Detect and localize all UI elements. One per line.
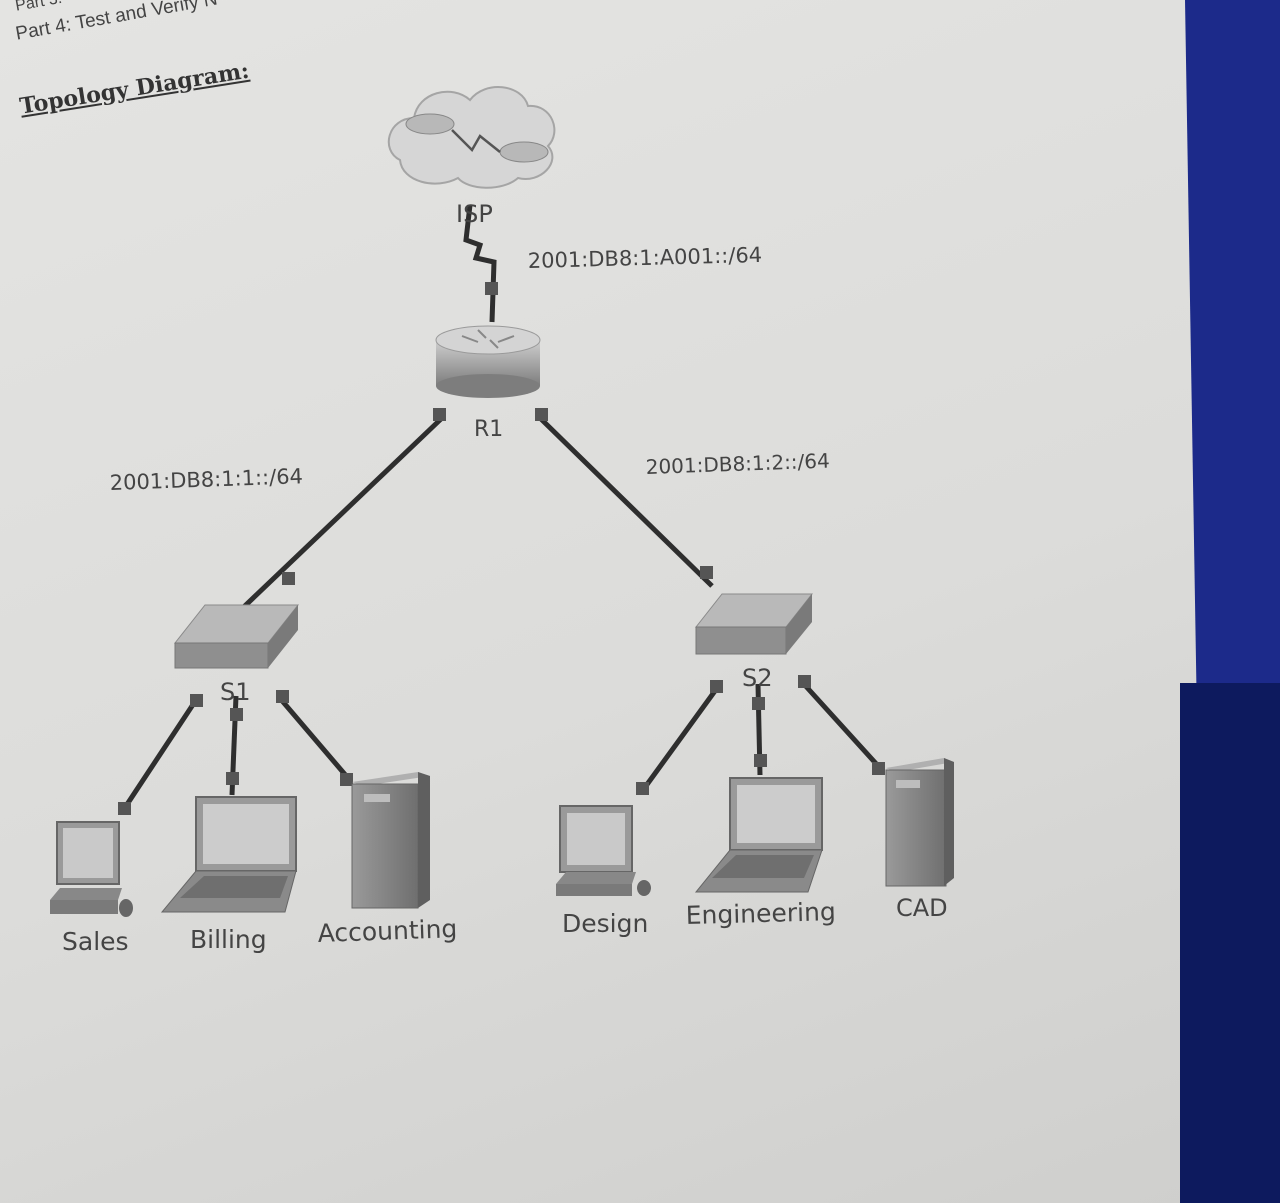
port-markers <box>118 282 885 815</box>
engineering-label: Engineering <box>685 897 836 930</box>
left-lan-network-label: 2001:DB8:1:1::/64 <box>109 464 303 495</box>
switch-s1-icon <box>173 604 300 669</box>
billing-laptop-icon <box>160 796 297 913</box>
s1-sales-link <box>119 698 199 814</box>
r1-s2-link <box>538 416 714 588</box>
cad-label: CAD <box>896 894 948 922</box>
s2-label: S2 <box>742 664 773 692</box>
port-marker <box>190 694 203 707</box>
port-marker <box>340 773 353 786</box>
port-marker <box>535 408 548 421</box>
port-marker <box>230 708 243 721</box>
engineering-laptop-icon <box>694 777 823 893</box>
router-r1-icon <box>435 325 541 398</box>
s1-accounting-link <box>276 694 350 780</box>
r1-label: R1 <box>474 417 503 442</box>
right-lan-network-label: 2001:DB8:1:2::/64 <box>645 449 830 479</box>
sales-pc-icon <box>50 821 133 917</box>
sales-label: Sales <box>62 927 129 956</box>
switch-s2-icon <box>694 593 814 655</box>
paper-page <box>0 0 1205 1203</box>
isp-network-label: 2001:DB8:1:A001::/64 <box>528 243 763 273</box>
port-marker <box>226 772 239 785</box>
port-marker <box>276 690 289 703</box>
port-marker <box>433 408 446 421</box>
port-marker <box>752 697 765 710</box>
blue-background <box>1180 683 1280 1203</box>
s2-design-link <box>640 682 723 792</box>
design-label: Design <box>562 909 648 938</box>
port-marker <box>636 782 649 795</box>
isp-r1-link <box>463 204 497 323</box>
port-marker <box>798 675 811 688</box>
isp-cloud-icon <box>387 86 556 189</box>
port-marker <box>700 566 713 579</box>
port-marker <box>710 680 723 693</box>
accounting-label: Accounting <box>317 914 458 948</box>
port-marker <box>118 802 131 815</box>
r1-s1-link <box>226 416 444 624</box>
s1-label: S1 <box>220 678 251 706</box>
s2-cad-link <box>800 680 882 770</box>
cad-server-icon <box>885 758 954 887</box>
billing-label: Billing <box>190 925 267 954</box>
port-marker <box>754 754 767 767</box>
port-marker <box>872 762 885 775</box>
accounting-server-icon <box>351 772 430 909</box>
design-pc-icon <box>556 805 651 896</box>
port-marker <box>282 572 295 585</box>
isp-label: ISP <box>456 200 493 228</box>
port-marker <box>485 282 498 295</box>
